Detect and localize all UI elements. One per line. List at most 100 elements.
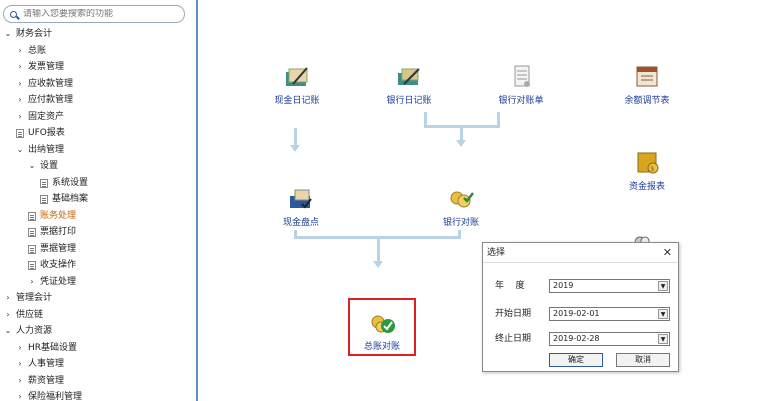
sidebar-item[interactable]: 票据管理	[0, 241, 196, 258]
sidebar-item-label: 应收款管理	[28, 78, 74, 89]
chevron-right-icon[interactable]: ›	[18, 111, 22, 121]
sidebar-item-label: 凭证处理	[40, 276, 77, 287]
sidebar-item-label: 设置	[40, 161, 59, 171]
sidebar-item[interactable]: ⌄出纳管理	[0, 142, 196, 159]
sidebar-item[interactable]: ⌄人力资源	[0, 323, 196, 340]
sidebar-item[interactable]: › 发票管理	[0, 59, 196, 76]
sidebar-item[interactable]: ›管理会计	[0, 290, 196, 307]
ledger-reconcile-label: 总账对账	[363, 342, 400, 352]
cash-count-item[interactable]: 现金盘点	[261, 186, 341, 228]
sidebar-item[interactable]: › 应收款管理	[0, 76, 196, 93]
bank-reconcile-label: 银行对账	[442, 218, 479, 228]
flow-arrow-ledger	[373, 238, 383, 268]
sidebar-item[interactable]: ⌄财务会计	[0, 26, 196, 43]
start-date-label: 开始日期	[495, 309, 532, 319]
cancel-button[interactable]: 取消	[616, 353, 670, 367]
balance-adjust-icon	[633, 64, 661, 90]
sidebar-item-label: 基础档案	[52, 194, 89, 204]
sidebar-item[interactable]: › 固定资产	[0, 109, 196, 126]
chevron-right-icon[interactable]: ›	[18, 78, 22, 88]
flow-line-bank-right	[497, 112, 500, 127]
sidebar-item[interactable]: › 总账	[0, 43, 196, 60]
chevron-down-icon[interactable]: ▼	[658, 334, 668, 344]
nav-tree: ⌄财务会计 › 总账 › 发票管理 › 应收款管理 › 应付款管理 › 固定资产 UFO报表 ⌄出纳管理…	[0, 26, 196, 401]
chevron-down-icon[interactable]: ⌄	[4, 326, 12, 335]
sidebar-item-label: 固定资产	[28, 111, 65, 122]
chevron-down-icon[interactable]: ⌄	[28, 161, 36, 170]
sidebar-item-label: 总账	[28, 45, 47, 56]
bank-statement-label: 银行对账单	[498, 96, 544, 106]
dialog-titlebar: 选择 ✕	[483, 243, 678, 263]
chevron-right-icon[interactable]: ›	[6, 309, 10, 319]
sidebar-item[interactable]: › 薪资管理	[0, 373, 196, 390]
bank-statement-icon	[507, 64, 535, 90]
sidebar-item[interactable]: 账务处理	[0, 208, 196, 225]
hidden-function-icon	[630, 233, 650, 243]
bank-statement-item[interactable]: 银行对账单	[481, 64, 561, 106]
close-icon[interactable]: ✕	[662, 246, 672, 259]
sidebar-item-label: UFO报表	[28, 128, 65, 138]
end-date-label: 终止日期	[495, 334, 532, 344]
document-icon	[16, 129, 24, 138]
year-select[interactable]: 2019 ▼	[549, 279, 670, 293]
balance-adjust-item[interactable]: 余额调节表	[607, 64, 687, 106]
chevron-right-icon[interactable]: ›	[18, 359, 22, 368]
sidebar: ⌄财务会计 › 总账 › 发票管理 › 应收款管理 › 应付款管理 › 固定资产 UFO报表 ⌄出纳管理…	[0, 0, 198, 401]
ok-button[interactable]: 确定	[549, 353, 603, 367]
chevron-right-icon[interactable]: ›	[18, 45, 22, 55]
fund-report-label: 资金报表	[628, 182, 665, 192]
start-date-select[interactable]: 2019-02-01 ▼	[549, 307, 670, 321]
sidebar-item[interactable]: › 人事管理	[0, 356, 196, 373]
ledger-reconcile-highlight	[348, 298, 416, 356]
document-icon	[28, 244, 36, 254]
cash-journal-icon	[283, 64, 311, 90]
chevron-down-icon[interactable]: ▼	[658, 309, 668, 319]
sidebar-item[interactable]: › 凭证处理	[0, 274, 196, 291]
year-row: 年 度 2019 ▼	[495, 279, 670, 293]
search-box[interactable]	[3, 5, 185, 23]
sidebar-item[interactable]: ⌄ 设置	[0, 158, 196, 175]
chevron-right-icon[interactable]: ›	[18, 95, 22, 104]
chevron-right-icon[interactable]: ›	[18, 342, 22, 352]
bank-reconcile-item[interactable]: 银行对账	[421, 186, 501, 228]
chevron-down-icon[interactable]: ⌄	[16, 144, 24, 154]
sidebar-item[interactable]: › 应付款管理	[0, 92, 196, 109]
year-label: 年 度	[495, 281, 525, 291]
sidebar-item-label: 账务处理	[40, 210, 77, 221]
chevron-down-icon[interactable]: ⌄	[4, 29, 12, 38]
search-input[interactable]	[23, 9, 173, 19]
document-icon	[28, 261, 36, 270]
sidebar-item[interactable]: ›保险福利管理	[0, 389, 196, 401]
cash-journal-item[interactable]: 现金日记账	[257, 64, 337, 106]
flow-line-bottom	[294, 236, 461, 239]
chevron-right-icon[interactable]: ›	[30, 276, 34, 286]
sidebar-item[interactable]: 票据打印	[0, 224, 196, 241]
sidebar-item[interactable]: ›HR基础设置	[0, 340, 196, 357]
chevron-right-icon[interactable]: ›	[18, 375, 22, 385]
start-date-row: 开始日期 2019-02-01 ▼	[495, 307, 670, 321]
fund-report-item[interactable]: $ 资金报表	[607, 150, 687, 192]
chevron-right-icon[interactable]: ›	[6, 293, 10, 302]
sidebar-item[interactable]: ›供应链	[0, 307, 196, 324]
sidebar-item-label: 系统设置	[52, 177, 89, 188]
flow-line-bottom-right	[458, 230, 461, 238]
sidebar-item-label: 人事管理	[28, 359, 65, 369]
sidebar-item-label: 发票管理	[28, 62, 65, 72]
end-date-select[interactable]: 2019-02-28 ▼	[549, 332, 670, 346]
sidebar-item-label: 薪资管理	[28, 375, 65, 386]
chevron-down-icon[interactable]: ▼	[658, 281, 668, 291]
chevron-right-icon[interactable]: ›	[18, 392, 22, 401]
document-icon	[40, 195, 48, 204]
chevron-right-icon[interactable]: ›	[18, 62, 22, 71]
sidebar-item[interactable]: UFO报表	[0, 125, 196, 142]
cash-count-icon	[287, 186, 315, 212]
dialog-title: 选择	[487, 248, 506, 258]
ledger-reconcile-item[interactable]: 总账对账	[342, 310, 422, 352]
sidebar-item[interactable]: 收支操作	[0, 257, 196, 274]
sidebar-item[interactable]: 系统设置	[0, 175, 196, 192]
bank-reconcile-icon	[447, 186, 475, 212]
sidebar-item[interactable]: 基础档案	[0, 191, 196, 208]
bank-journal-item[interactable]: 银行日记账	[369, 64, 449, 106]
sidebar-item-label: 应付款管理	[28, 95, 74, 105]
